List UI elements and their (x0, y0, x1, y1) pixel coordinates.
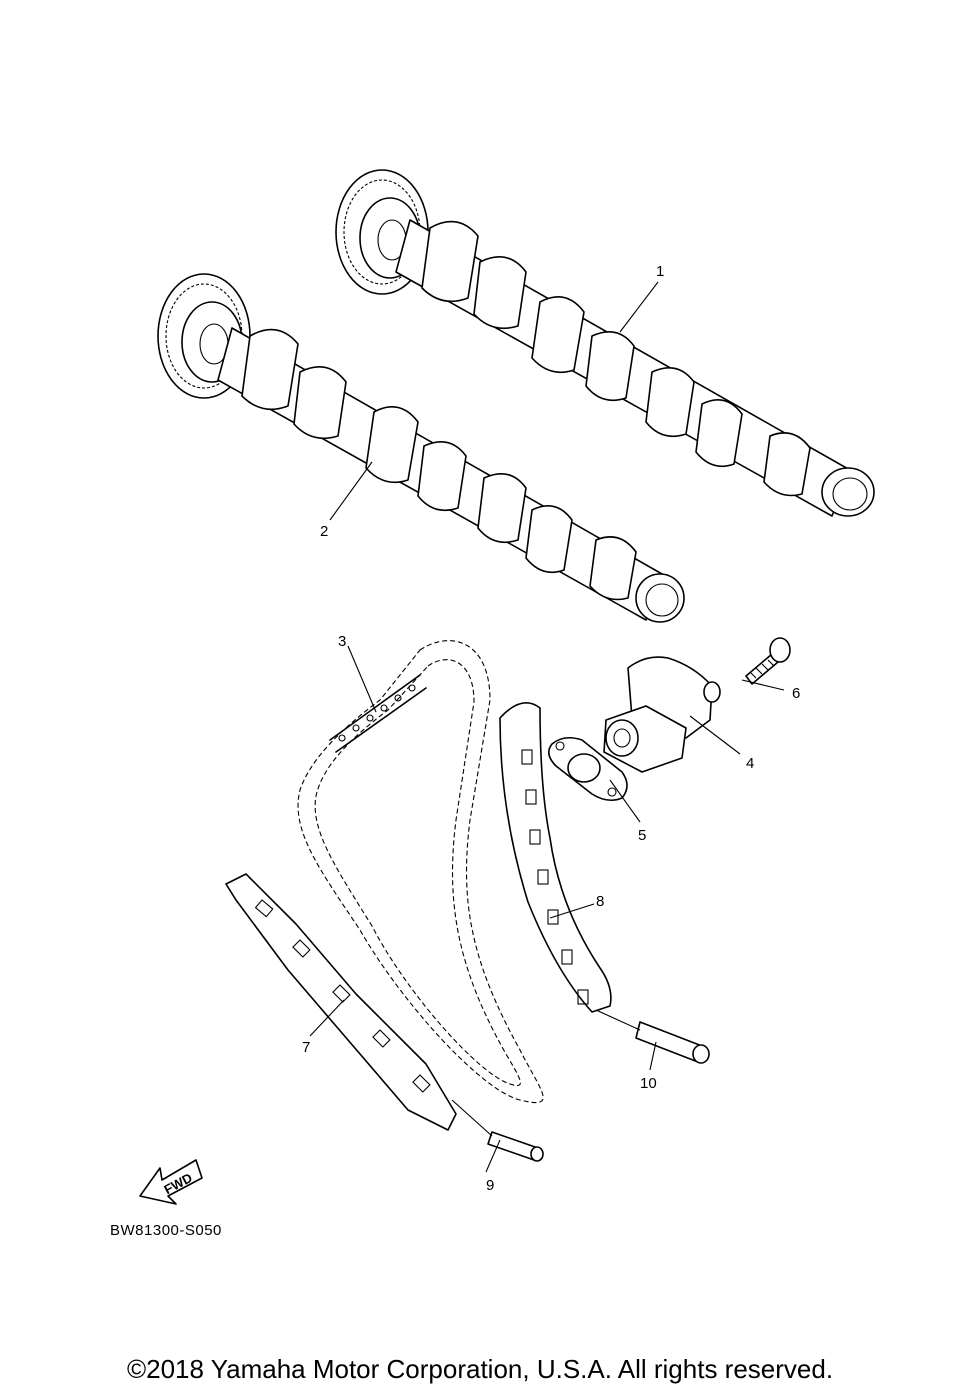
camshaft-2 (157, 273, 685, 623)
pin-9 (487, 1131, 544, 1162)
callout-8: 8 (596, 893, 605, 910)
callout-3: 3 (338, 633, 347, 650)
fwd-arrow-icon: FWD (139, 1159, 203, 1205)
fwd-arrow-label: FWD (161, 1170, 194, 1197)
callout-4: 4 (746, 755, 755, 772)
leader-lines (309, 281, 785, 1173)
pin-10 (635, 1021, 710, 1064)
drawing-code: BW81300-S050 (110, 1222, 222, 1239)
callout-7: 7 (302, 1039, 311, 1056)
callout-9: 9 (486, 1177, 495, 1194)
chain-guide-7 (225, 873, 457, 1131)
camshaft-1 (335, 169, 875, 517)
chain-tensioner-4 (603, 656, 721, 773)
callout-1: 1 (656, 263, 665, 280)
callout-10: 10 (640, 1075, 657, 1092)
copyright-notice: ©2018 Yamaha Motor Corporation, U.S.A. A… (126, 1354, 834, 1384)
bolt-6 (745, 637, 791, 685)
timing-chain-3 (297, 640, 544, 1104)
callout-6: 6 (792, 685, 801, 702)
callout-5: 5 (638, 827, 647, 844)
callout-2: 2 (320, 523, 329, 540)
chain-guide-8 (499, 702, 612, 1013)
gasket-5 (548, 736, 628, 802)
